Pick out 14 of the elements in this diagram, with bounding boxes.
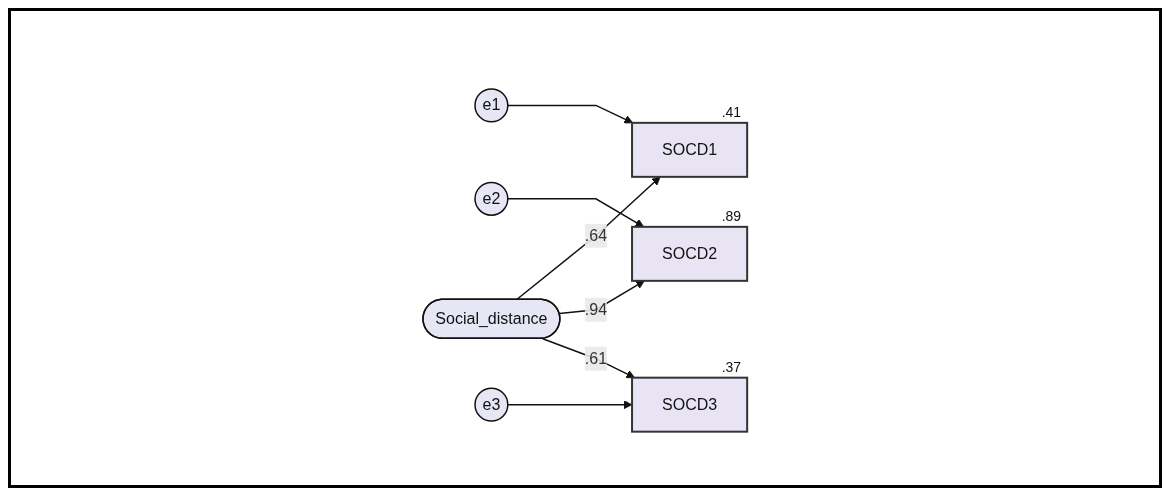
node-box [630, 376, 749, 433]
r-squared-value: .89 [721, 207, 742, 224]
edge-label: .94 [584, 300, 607, 318]
r-squared-value: .41 [721, 103, 742, 120]
node-circle [474, 87, 509, 123]
node-circle [474, 387, 509, 422]
edge-label: .61 [584, 349, 607, 367]
edge-label: .64 [584, 226, 607, 244]
frame-border: .64 .94 .61 e1 SOCD1 e2 SOCD2 Social_distance e3 SOCD3 .41 .89 .37 [8, 8, 1162, 488]
node-box [630, 225, 749, 282]
arrow [541, 337, 635, 378]
node-box [630, 121, 749, 178]
node-circle [474, 181, 509, 216]
r-squared-value: .37 [721, 358, 742, 375]
